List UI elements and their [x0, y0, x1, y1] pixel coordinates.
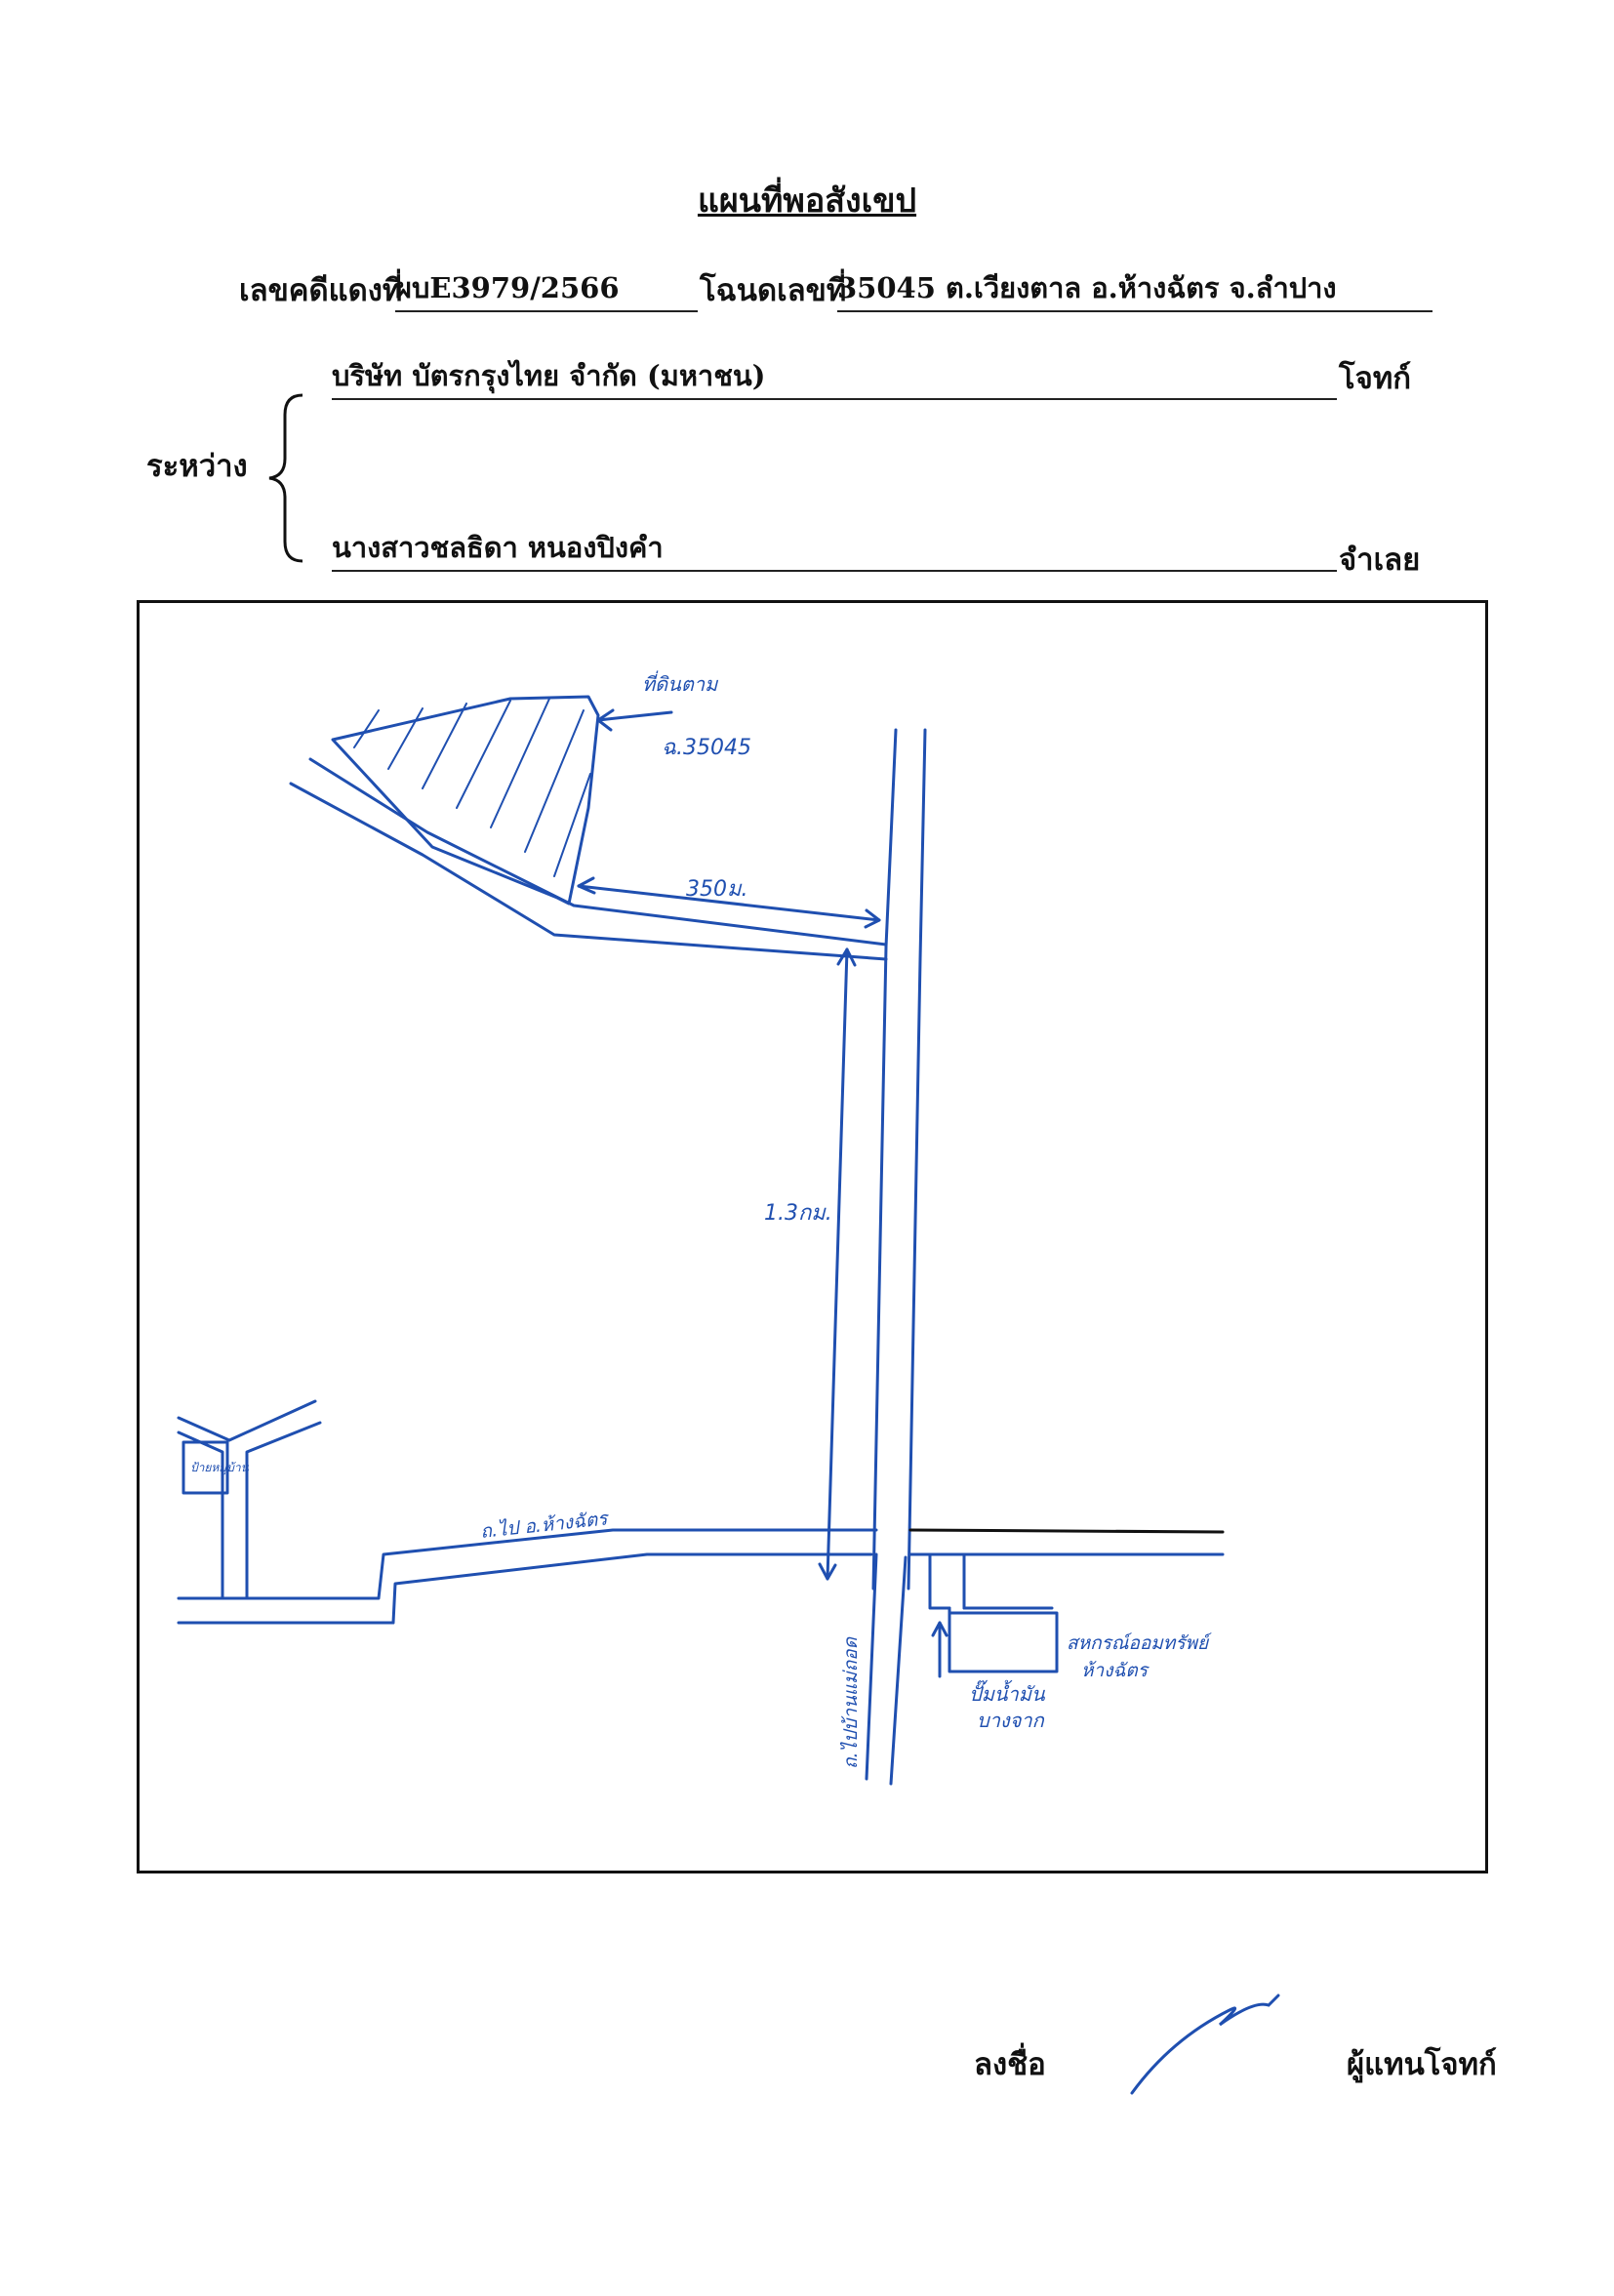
- case-number-value: ผบE3979/2566: [395, 265, 698, 312]
- sketch-map-frame: ที่ดินตาม ฉ.35045 350ม. 1.3กม. ถ.ไป อ.ห้…: [137, 600, 1488, 1873]
- main-road-east-edge: [907, 728, 927, 1591]
- land-plot-hatching: [353, 698, 591, 877]
- distance-1300-line: [826, 947, 849, 1581]
- left-branch-west-edge: [177, 1430, 224, 1600]
- gas-station-label: ปั๊มน้ำมัน: [969, 1679, 1046, 1706]
- upper-road-edge-bottom: [289, 782, 888, 961]
- sketch-map: ที่ดินตาม ฉ.35045 350ม. 1.3กม. ถ.ไป อ.ห้…: [177, 670, 1225, 1786]
- gas-station-arrow: [931, 1621, 948, 1678]
- signer-role: ผู้แทนโจทก์: [1347, 2047, 1497, 2082]
- plaintiff-role: โจทก์: [1339, 361, 1412, 396]
- plot-owner-note: ที่ดินตาม: [642, 670, 719, 696]
- curly-brace-icon: [268, 393, 303, 563]
- building-label: สหกรณ์ออมทรัพย์: [1067, 1632, 1212, 1654]
- plaintiff-name: บริษัท บัตรกรุงไทย จำกัด (มหาชน): [332, 353, 1337, 400]
- south-road-west-edge: [865, 1552, 878, 1781]
- gas-station-sub: บางจาก: [977, 1709, 1045, 1732]
- left-branch-east-edge: [245, 1421, 322, 1600]
- upper-road-edge-top: [308, 757, 888, 947]
- village-sign-box: [182, 1440, 229, 1495]
- south-road-south-edge: [177, 1552, 873, 1625]
- plot-label-arrow: [596, 710, 673, 722]
- plot-deed-note: ฉ.35045: [662, 736, 751, 760]
- between-label: ระหว่าง: [146, 449, 248, 484]
- signature-mark: [1130, 1994, 1280, 2095]
- defendant-role: จำเลย: [1339, 543, 1421, 578]
- building-sub: ห้างฉัตร: [1081, 1660, 1150, 1681]
- south-road-north-edge: [177, 1528, 878, 1600]
- distance-350-label: 350ม.: [686, 877, 748, 902]
- south-road-east-edge: [889, 1555, 908, 1786]
- main-road-west-edge: [871, 728, 898, 1591]
- village-sign-label: ป้ายหมู่บ้าน: [190, 1461, 250, 1475]
- deed-number-label: โฉนดเลขที่: [700, 273, 847, 308]
- deed-number-value: 35045 ต.เวียงตาล อ.ห้างฉัตร จ.ลำปาง: [837, 265, 1432, 312]
- defendant-name: นางสาวชลธิดา หนองปิงคำ: [332, 525, 1337, 572]
- land-plot-outline: [331, 695, 600, 906]
- building-box: [948, 1611, 1059, 1673]
- south-road-label: ถ.ไปบ้านแม่ถอด: [839, 1635, 862, 1769]
- east-road-north-edge: [908, 1528, 1225, 1534]
- distance-1300-label: 1.3กม.: [764, 1201, 832, 1226]
- signature-label: ลงชื่อ: [974, 2047, 1046, 2082]
- distance-350-line: [577, 884, 881, 922]
- case-number-label: เลขคดีแดงที่: [239, 273, 403, 308]
- document-title: แผนที่พอสังเขป: [697, 181, 917, 221]
